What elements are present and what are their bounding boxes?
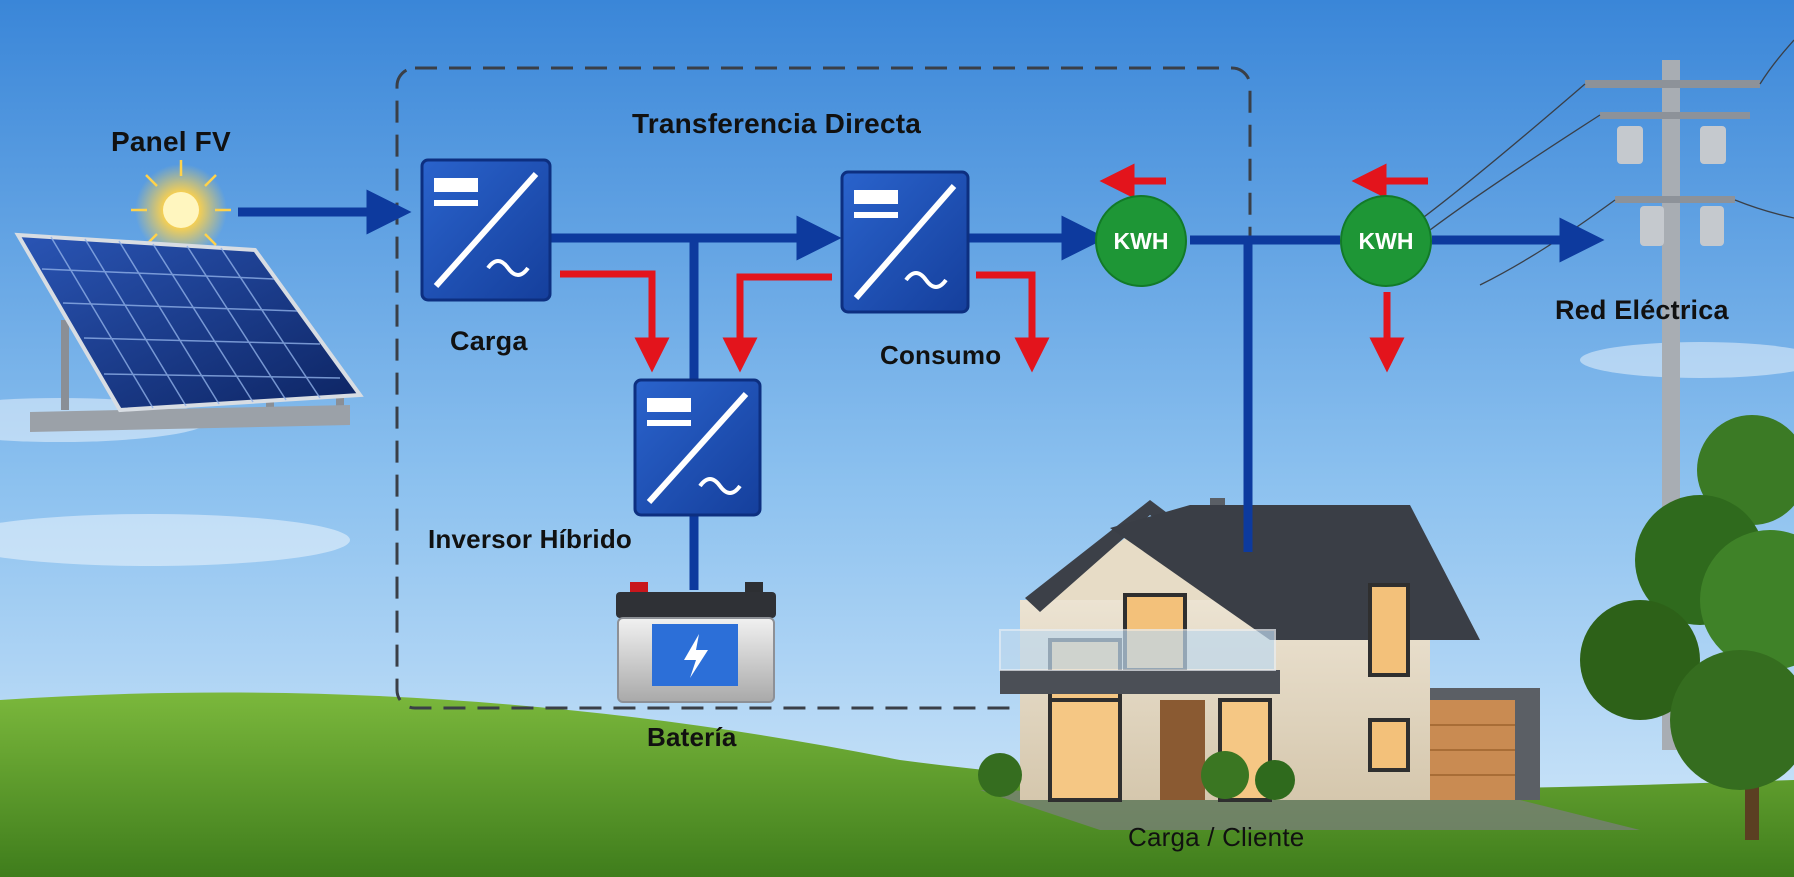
section-title: Transferencia Directa <box>632 108 922 139</box>
dc-flow-lines <box>238 189 1605 590</box>
sun-icon <box>131 160 231 260</box>
inverter-icon-charge <box>420 158 552 302</box>
grid-label: Red Eléctrica <box>1555 295 1729 325</box>
kwh-meter-2-label: KWH <box>1359 228 1414 254</box>
battery-label: Batería <box>647 722 737 752</box>
grass-field <box>0 692 1794 877</box>
consumption-label: Consumo <box>880 340 1002 370</box>
panel-label: Panel FV <box>111 126 231 157</box>
inverter-icon-hybrid <box>633 378 762 517</box>
kwh-meter-2: KWH <box>1340 195 1432 287</box>
kwh-meter-1-label: KWH <box>1114 228 1169 254</box>
return-flow-arrows <box>560 163 1428 373</box>
house-icon <box>978 498 1540 802</box>
lightning-icon <box>684 634 708 678</box>
hybrid-inverter-label: Inversor Híbrido <box>428 524 633 554</box>
tree-icon <box>1580 415 1794 840</box>
charge-label: Carga <box>450 326 528 356</box>
inverter-icon-consumption <box>840 170 970 314</box>
client-label: Carga / Cliente <box>1128 822 1305 852</box>
battery-icon <box>616 582 776 703</box>
solar-panel-icon <box>14 232 364 432</box>
kwh-meter-1: KWH <box>1095 195 1187 287</box>
direct-transfer-region <box>395 66 1252 710</box>
